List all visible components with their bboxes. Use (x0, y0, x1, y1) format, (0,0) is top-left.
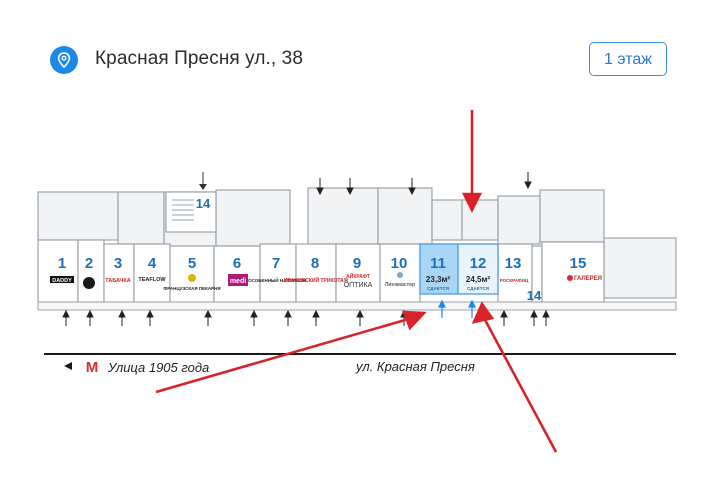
tenant-brand: АЙКРАФТ (346, 272, 370, 280)
unit-area: 24,5м² (466, 275, 490, 284)
tenant-label: РОСКРАФИЦ (500, 278, 529, 283)
bakery-logo-icon (188, 274, 196, 282)
left-arrow-icon (64, 362, 72, 370)
unit-number: 4 (148, 255, 157, 272)
tenant-label: ОПТИКА (344, 282, 373, 289)
street-name-left: Улица 1905 года (107, 360, 209, 375)
unit-entrance-arrows (438, 299, 476, 318)
tenant-label: ФРАНЦУЗСКАЯ ПЕКАРНЯ (163, 286, 220, 291)
unit-number: 9 (353, 255, 361, 272)
tenant-logo-icon (83, 277, 95, 289)
unit-number: 5 (188, 255, 196, 272)
unit-number: 14 (196, 196, 211, 211)
unit-status: СДАЕТСЯ (467, 286, 489, 291)
tenant-label: ОСОБЕННЫЙ НАПОЛЕОН (248, 276, 306, 283)
tenant-label: medi (230, 278, 246, 285)
unit-number: 10 (391, 255, 408, 272)
floor-select-button[interactable]: 1 этаж (589, 42, 667, 76)
entrance-arrows (62, 172, 550, 326)
tenant-label: ИВАНОВСКИЙ ТРИКОТАЖ (284, 276, 349, 284)
tenant-label: DADDY (52, 278, 72, 284)
lens-logo-icon (397, 272, 403, 278)
unit-number: 12 (470, 255, 487, 272)
unit-number: 3 (114, 255, 122, 272)
tenant-label: ТАБАЧКА (105, 278, 131, 284)
tenant-label: TEAFLOW (138, 277, 166, 283)
unit-number: 1 (58, 255, 66, 272)
map-pin-icon (50, 46, 78, 74)
tenant-label: Линзмастер (385, 282, 415, 288)
unit-number: 11 (430, 255, 446, 272)
tenant-label: ГАЛЕРЕЯ (574, 276, 602, 282)
unit-number: 6 (233, 255, 241, 272)
shop-row (37, 239, 605, 303)
unit-number: 7 (272, 255, 280, 272)
red-annotation-arrows (155, 110, 558, 453)
unit-number: 14 (527, 288, 542, 303)
unit-number: 2 (85, 255, 93, 272)
unit-number: 15 (570, 255, 587, 272)
unit-area: 23,3м² (426, 275, 450, 284)
metro-icon: М (86, 359, 99, 376)
stair-block-top (165, 172, 217, 233)
header: Красная Пресня ул., 38 1 этаж (0, 0, 720, 100)
unit-number: 13 (505, 255, 522, 272)
unit-12-highlight[interactable] (457, 243, 499, 295)
unit-number: 8 (311, 255, 319, 272)
unit-status: СДАЕТСЯ (427, 286, 449, 291)
street-name-right: ул. Красная Пресня (355, 359, 475, 374)
address-title: Красная Пресня ул., 38 (95, 48, 304, 69)
gallery-logo-icon (567, 275, 573, 281)
